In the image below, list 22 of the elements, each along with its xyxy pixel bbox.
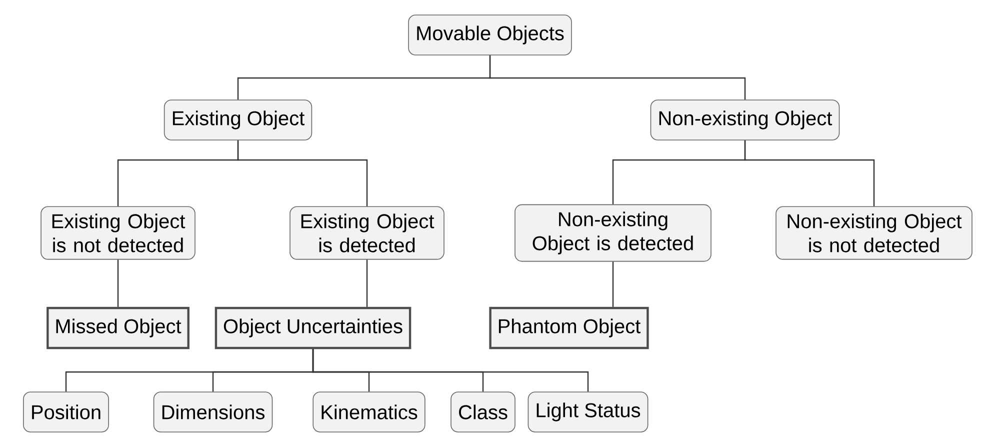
category-box: Light Status — [528, 392, 648, 432]
category-box: Dimensions — [153, 392, 273, 432]
category-box: Kinematics — [312, 392, 426, 432]
outcome-box: Phantom Object — [489, 306, 649, 350]
category-box: Position — [23, 392, 109, 432]
connector-line — [612, 262, 614, 307]
category-box: Class — [450, 392, 516, 432]
outcome-box: Missed Object — [46, 306, 190, 350]
category-box: Existing Object is not detected — [40, 206, 196, 260]
category-box: Non-existing Object — [650, 100, 840, 140]
category-box: Non-existing Object is not detected — [776, 206, 972, 260]
connector-line — [312, 349, 589, 392]
category-box: Existing Object — [164, 100, 312, 140]
category-box: Existing Object is detected — [290, 206, 444, 260]
category-box: Non-existing Object is detected — [514, 204, 712, 262]
connector-line — [117, 260, 119, 307]
connector-line — [366, 260, 368, 307]
outcome-box: Object Uncertainties — [214, 306, 412, 350]
connector-line — [237, 140, 368, 206]
connector-line — [744, 140, 875, 206]
category-box: Movable Objects — [408, 14, 572, 56]
connector-line — [489, 55, 746, 100]
